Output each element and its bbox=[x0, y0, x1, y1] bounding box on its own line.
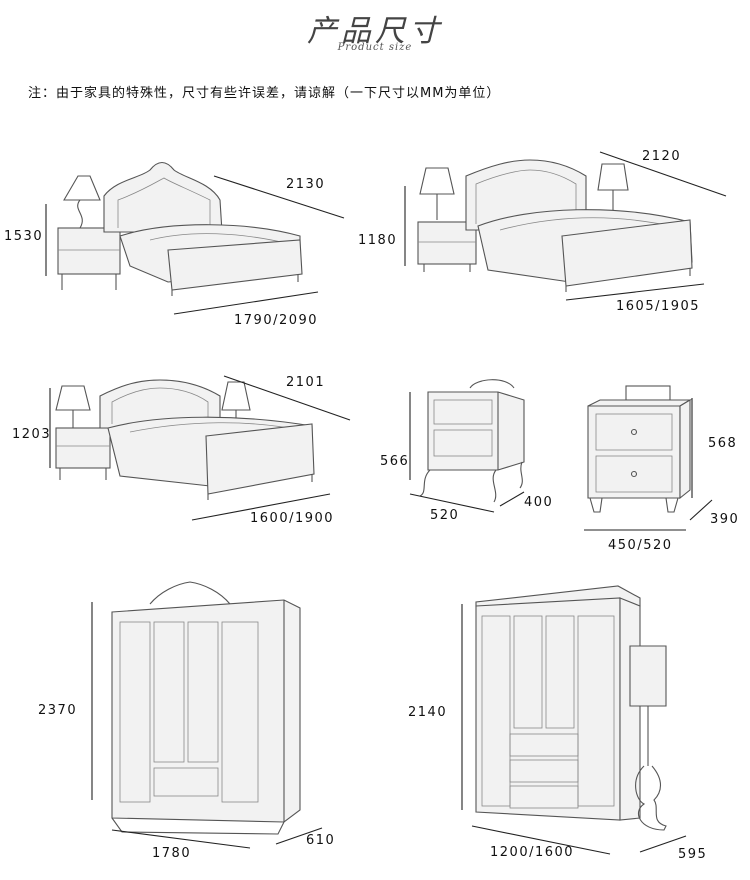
page-title: 产品尺寸 bbox=[307, 14, 443, 49]
bed-1-height-label: 1530 bbox=[4, 229, 44, 244]
bed-2-height-label: 1180 bbox=[358, 233, 398, 248]
wardrobe-1-height-label: 2370 bbox=[38, 703, 78, 718]
size-disclaimer-note: 注：由于家具的特殊性，尺寸有些许误差，请谅解（一下尺寸以MM为单位） bbox=[28, 86, 501, 101]
bed-3-illustration bbox=[49, 375, 351, 521]
wardrobe-2-illustration bbox=[461, 585, 687, 855]
nightstand-2-depth-label: 390 bbox=[710, 512, 740, 527]
wardrobe-2-width-label: 1200/1600 bbox=[490, 845, 575, 860]
nightstand-1-illustration bbox=[409, 379, 525, 513]
bed-3-height-label: 1203 bbox=[12, 427, 52, 442]
bed-2-length-label: 2120 bbox=[642, 149, 682, 164]
nightstand-1-height-label: 566 bbox=[380, 454, 410, 469]
wardrobe-1-depth-label: 610 bbox=[306, 833, 336, 848]
wardrobe-1-illustration bbox=[91, 581, 323, 849]
bed-1-illustration bbox=[45, 161, 345, 315]
bed-1-width-label: 1790/2090 bbox=[234, 313, 319, 328]
nightstand-2-height-label: 568 bbox=[708, 436, 738, 451]
bed-2-illustration bbox=[404, 151, 727, 301]
bed-3-length-label: 2101 bbox=[286, 375, 326, 390]
bed-2-width-label: 1605/1905 bbox=[616, 299, 701, 314]
wardrobe-2-depth-label: 595 bbox=[678, 847, 708, 862]
nightstand-1-width-label: 520 bbox=[430, 508, 460, 523]
nightstand-2-illustration bbox=[584, 385, 713, 531]
wardrobe-1-width-label: 1780 bbox=[152, 846, 192, 861]
nightstand-1-depth-label: 400 bbox=[524, 495, 554, 510]
bed-3-width-label: 1600/1900 bbox=[250, 511, 335, 526]
wardrobe-2-height-label: 2140 bbox=[408, 705, 448, 720]
page-subtitle: Product size bbox=[337, 42, 413, 53]
nightstand-2-width-label: 450/520 bbox=[608, 538, 673, 553]
bed-1-length-label: 2130 bbox=[286, 177, 326, 192]
